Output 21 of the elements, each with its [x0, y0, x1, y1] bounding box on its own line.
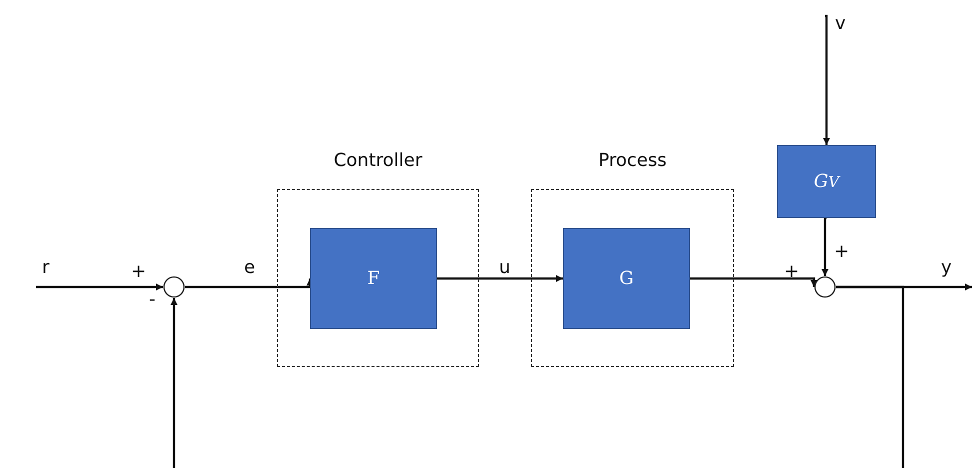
arrow [823, 14, 830, 145]
sign-label: + [834, 242, 850, 262]
sign-label: - [149, 290, 156, 310]
signal-label: r [42, 258, 50, 278]
signal-label: u [499, 258, 510, 278]
arrow [170, 286, 904, 468]
sign-label: + [784, 262, 800, 282]
signal-label: v [835, 14, 846, 34]
sign-label: + [131, 262, 146, 282]
summing-junction [163, 276, 185, 298]
signal-label: e [244, 258, 256, 278]
transfer-function-block: G [563, 228, 690, 329]
summing-junction [814, 276, 836, 298]
arrow [822, 216, 828, 276]
arrow [437, 275, 563, 282]
signal-label: y [941, 258, 952, 278]
group-heading: Process [597, 150, 668, 171]
arrow [690, 277, 818, 287]
arrow [36, 284, 163, 290]
transfer-function-block: F [310, 228, 437, 329]
group-heading: Controller [332, 150, 424, 171]
